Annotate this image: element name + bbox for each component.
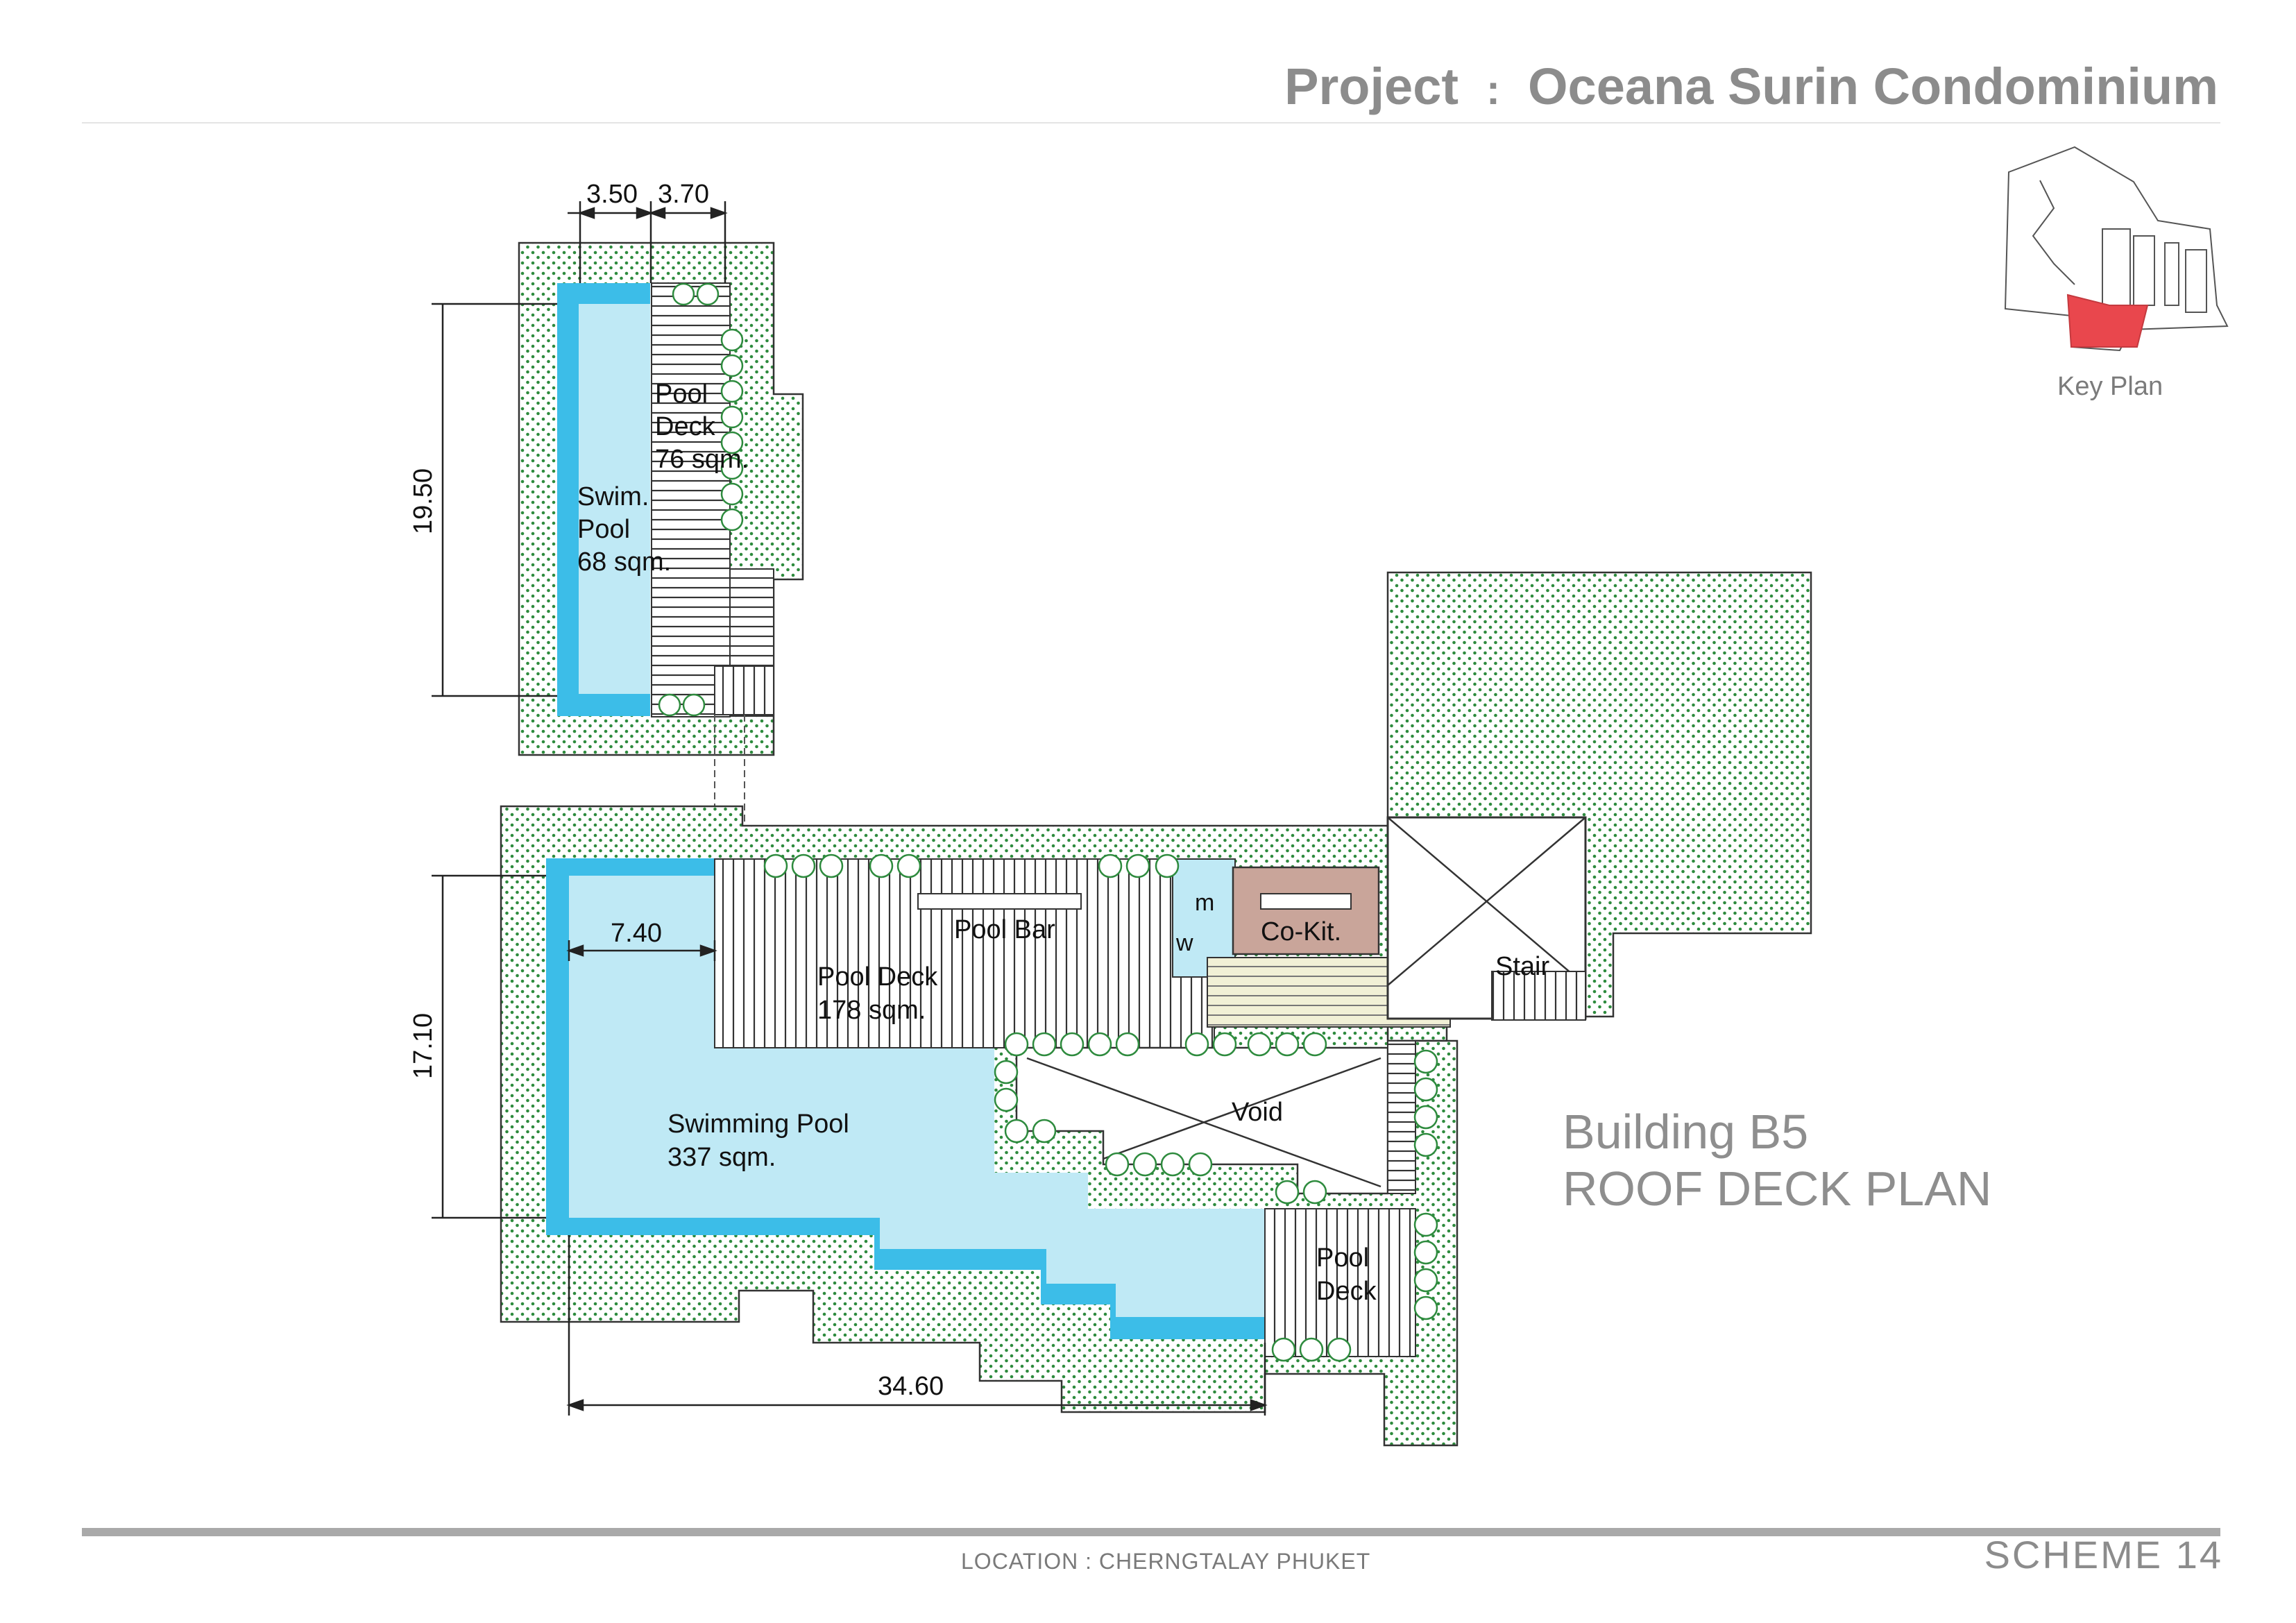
project-label: Project [1284,58,1459,115]
upper-dim-deck-width: 3.70 [658,180,709,209]
header-rule [82,122,2220,124]
building-title: Building B5 ROOF DECK PLAN [1563,1103,1991,1217]
lower-planters [763,853,1438,1362]
lower-dim-total: 34.60 [878,1372,944,1401]
upper-pool-water [579,304,650,694]
lower-deck-2 [1264,1208,1416,1357]
upper-planters [658,282,744,717]
project-name: Oceana Surin Condominium [1528,58,2218,115]
co-kit-counter [1260,893,1352,910]
co-kit-room [1232,866,1380,955]
location-text: LOCATION : CHERNGTALAY PHUKET [961,1549,1371,1574]
footer-rule [82,1528,2220,1536]
scheme-label: SCHEME 14 [1984,1533,2223,1577]
lower-dim-width: 7.40 [611,919,662,948]
swimming-pool-label: Swimming Pool 337 sqm. [667,1110,856,1172]
upper-dimensions [432,201,728,697]
upper-deck-label: Pool Deck 76 sqm. [655,380,749,474]
upper-pool-block [518,241,804,853]
upper-pool-deck [651,282,731,717]
project-header: Project: Oceana Surin Condominium [1284,57,2218,116]
pool-bar-counter [917,893,1082,910]
stair-label: Stair [1495,952,1549,981]
upper-pool-label: Swim. Pool 68 sqm. [577,482,671,577]
lower-pool-deck [714,858,1215,1048]
lower-dimensions [432,874,1268,1416]
header-separator: : [1486,67,1500,113]
pool-deck-label: Pool Deck 178 sqm. [817,962,945,1025]
upper-dim-pool-width: 3.50 [586,180,638,209]
w-label: w [1175,930,1193,956]
lower-pool-block [500,805,1587,1447]
key-plan [2004,146,2229,352]
void-label: Void [1232,1098,1283,1127]
building-title-line1: Building B5 [1563,1105,1809,1159]
building-title-line2: ROOF DECK PLAN [1563,1162,1992,1216]
lower-pool-water [569,876,1265,1317]
upper-stair [714,665,774,715]
key-plan-label: Key Plan [2057,372,2163,401]
stair-treads [1491,971,1586,1021]
m-label: m [1195,890,1214,916]
upper-dim-length: 19.50 [409,468,438,534]
pool-bar-label: Pool Bar [954,915,1055,944]
co-kit-label: Co-Kit. [1261,917,1341,946]
key-plan-highlight [2066,294,2149,348]
pool-deck-2-label: Pool Deck [1316,1243,1377,1306]
lower-dim-length: 17.10 [409,1013,438,1079]
void-side-stair [1387,1040,1416,1194]
